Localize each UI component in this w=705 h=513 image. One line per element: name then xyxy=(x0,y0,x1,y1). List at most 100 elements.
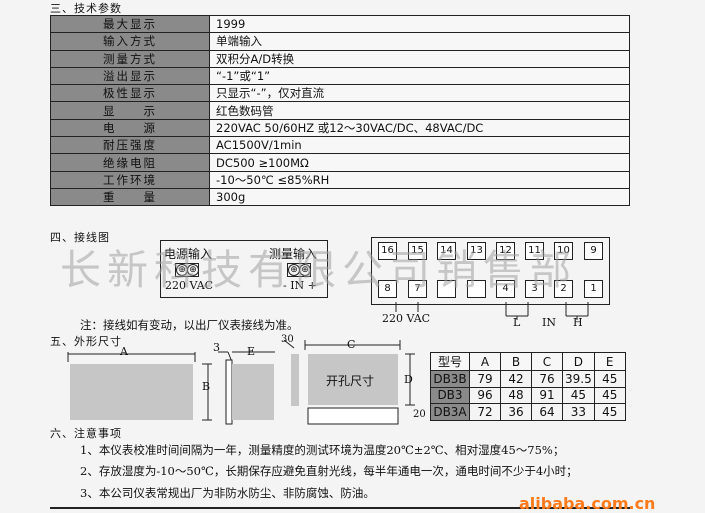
section-tech-title: 三、技术参数 xyxy=(50,2,122,15)
dim-c-label: C xyxy=(347,338,356,351)
label-h: H xyxy=(573,316,583,329)
dim-cell: DB3B xyxy=(430,370,470,388)
terminal: 4 xyxy=(496,280,515,298)
spec-value: 红色数码管 xyxy=(209,101,630,120)
spec-key: 输入方式 xyxy=(50,32,210,51)
bottom-voltage-label: 220 VAC xyxy=(382,312,431,325)
label-l: L xyxy=(513,316,521,329)
spec-value: “-1”或“1” xyxy=(209,66,630,86)
spec-value: 双积分A/D转换 xyxy=(209,49,630,68)
dim-cell: 45 xyxy=(593,386,626,404)
wiring-left-panel: 电源输入 测量输入 ⊕ ⊕ ⊕ ⊕ 220 VAC - IN + xyxy=(160,240,328,298)
terminal: 16 xyxy=(378,242,397,260)
terminal: 7 xyxy=(408,280,427,298)
spec-key: 工作环境 xyxy=(50,170,210,189)
spec-key: 显 示 xyxy=(50,101,210,120)
measure-terminal-block: ⊕ ⊕ xyxy=(287,263,311,277)
dim-cell: 79 xyxy=(469,370,501,388)
dim-cell: 33 xyxy=(562,403,595,421)
terminal: 2 xyxy=(554,280,573,298)
spec-key: 重 量 xyxy=(50,187,210,207)
dim-cell: 96 xyxy=(469,386,501,404)
dim-cell: 48 xyxy=(500,386,532,404)
spec-key: 测量方式 xyxy=(50,49,210,68)
spec-value: 单端输入 xyxy=(209,32,630,51)
dim-cell: DB3A xyxy=(430,403,470,421)
terminal: 13 xyxy=(467,242,486,260)
dim-header-cell: C xyxy=(531,352,563,371)
spec-value: 1999 xyxy=(209,14,630,34)
dim-header-cell: D xyxy=(562,352,595,371)
terminal: 1 xyxy=(584,280,603,298)
section-notes-title: 六、注意事项 xyxy=(50,427,122,440)
dim-cell: 45 xyxy=(593,403,626,421)
terminal xyxy=(467,280,486,298)
dim-cell: DB3 xyxy=(430,386,470,404)
power-input-label: 电源输入 xyxy=(164,247,213,261)
spec-key: 电 源 xyxy=(50,118,210,138)
dim-20-label: 20 xyxy=(413,409,426,420)
dim-cell: 36 xyxy=(500,403,532,421)
outline-drawing xyxy=(67,340,415,425)
terminal: 15 xyxy=(408,242,427,260)
note-1: 1、本仪表校准时间间隔为一年，测量精度的测试环境为温度20℃±2℃、相对湿度45… xyxy=(80,443,565,457)
terminal: 8 xyxy=(378,280,397,298)
spec-row: 测量方式双积分A/D转换 xyxy=(50,49,630,68)
dim-header-cell: A xyxy=(469,352,501,371)
alibaba-watermark: alibaba.com.cn xyxy=(519,494,656,513)
section-outline-title: 五、外形尺寸 xyxy=(50,335,122,348)
spec-row: 输入方式单端输入 xyxy=(50,32,630,51)
dim-cell: 45 xyxy=(562,386,595,404)
wiring-lines xyxy=(395,302,589,320)
spec-key: 极性显示 xyxy=(50,84,210,103)
terminal: 10 xyxy=(554,242,573,260)
power-voltage-label: 220 VAC xyxy=(165,279,214,292)
dim-3-label: 3 xyxy=(213,341,220,354)
screw-icon: ⊕ xyxy=(299,264,311,276)
spec-key: 绝缘电阻 xyxy=(50,153,210,172)
dim-header-cell: E xyxy=(593,352,626,371)
dim-e-label: E xyxy=(247,345,256,358)
spec-key: 最大显示 xyxy=(50,14,210,34)
terminal: 11 xyxy=(525,242,544,260)
spec-key: 耐压强度 xyxy=(50,136,210,155)
dim-b-label: B xyxy=(202,380,211,393)
spec-row: 显 示红色数码管 xyxy=(50,101,630,120)
measure-polarity-label: - IN + xyxy=(283,279,317,292)
dim-cell: 39.5 xyxy=(562,370,595,388)
footer-rule xyxy=(50,507,630,509)
spec-value: 只显示“-”，仅对直流 xyxy=(209,84,630,103)
spec-value: AC1500V/1min xyxy=(209,136,630,155)
dim-cell: 45 xyxy=(593,370,626,388)
dim-cell: 42 xyxy=(500,370,532,388)
terminal: 14 xyxy=(437,242,456,260)
spec-value: -10～50℃ ≤85%RH xyxy=(209,170,630,189)
dim-30-label: 30 xyxy=(281,334,294,345)
dim-d-label: D xyxy=(404,373,413,386)
spec-value: 300g xyxy=(209,187,630,207)
terminal: 9 xyxy=(584,242,603,260)
spec-row: 溢出显示“-1”或“1” xyxy=(50,66,630,86)
section-wiring-title: 四、接线图 xyxy=(50,231,110,244)
label-in: IN xyxy=(542,316,556,329)
screw-icon: ⊕ xyxy=(187,264,199,276)
dim-cell: 76 xyxy=(531,370,563,388)
terminal: 12 xyxy=(496,242,515,260)
dim-header-cell: B xyxy=(500,352,532,371)
dim-cell: 72 xyxy=(469,403,501,421)
spec-row: 工作环境-10～50℃ ≤85%RH xyxy=(50,170,630,189)
spec-value: 220VAC 50/60HZ 或12～30VAC/DC、48VAC/DC xyxy=(209,118,630,138)
dim-a-label: A xyxy=(120,345,128,358)
note-3: 3、本公司仪表常规出厂为非防水防尘、非防腐蚀、防油。 xyxy=(80,486,375,500)
